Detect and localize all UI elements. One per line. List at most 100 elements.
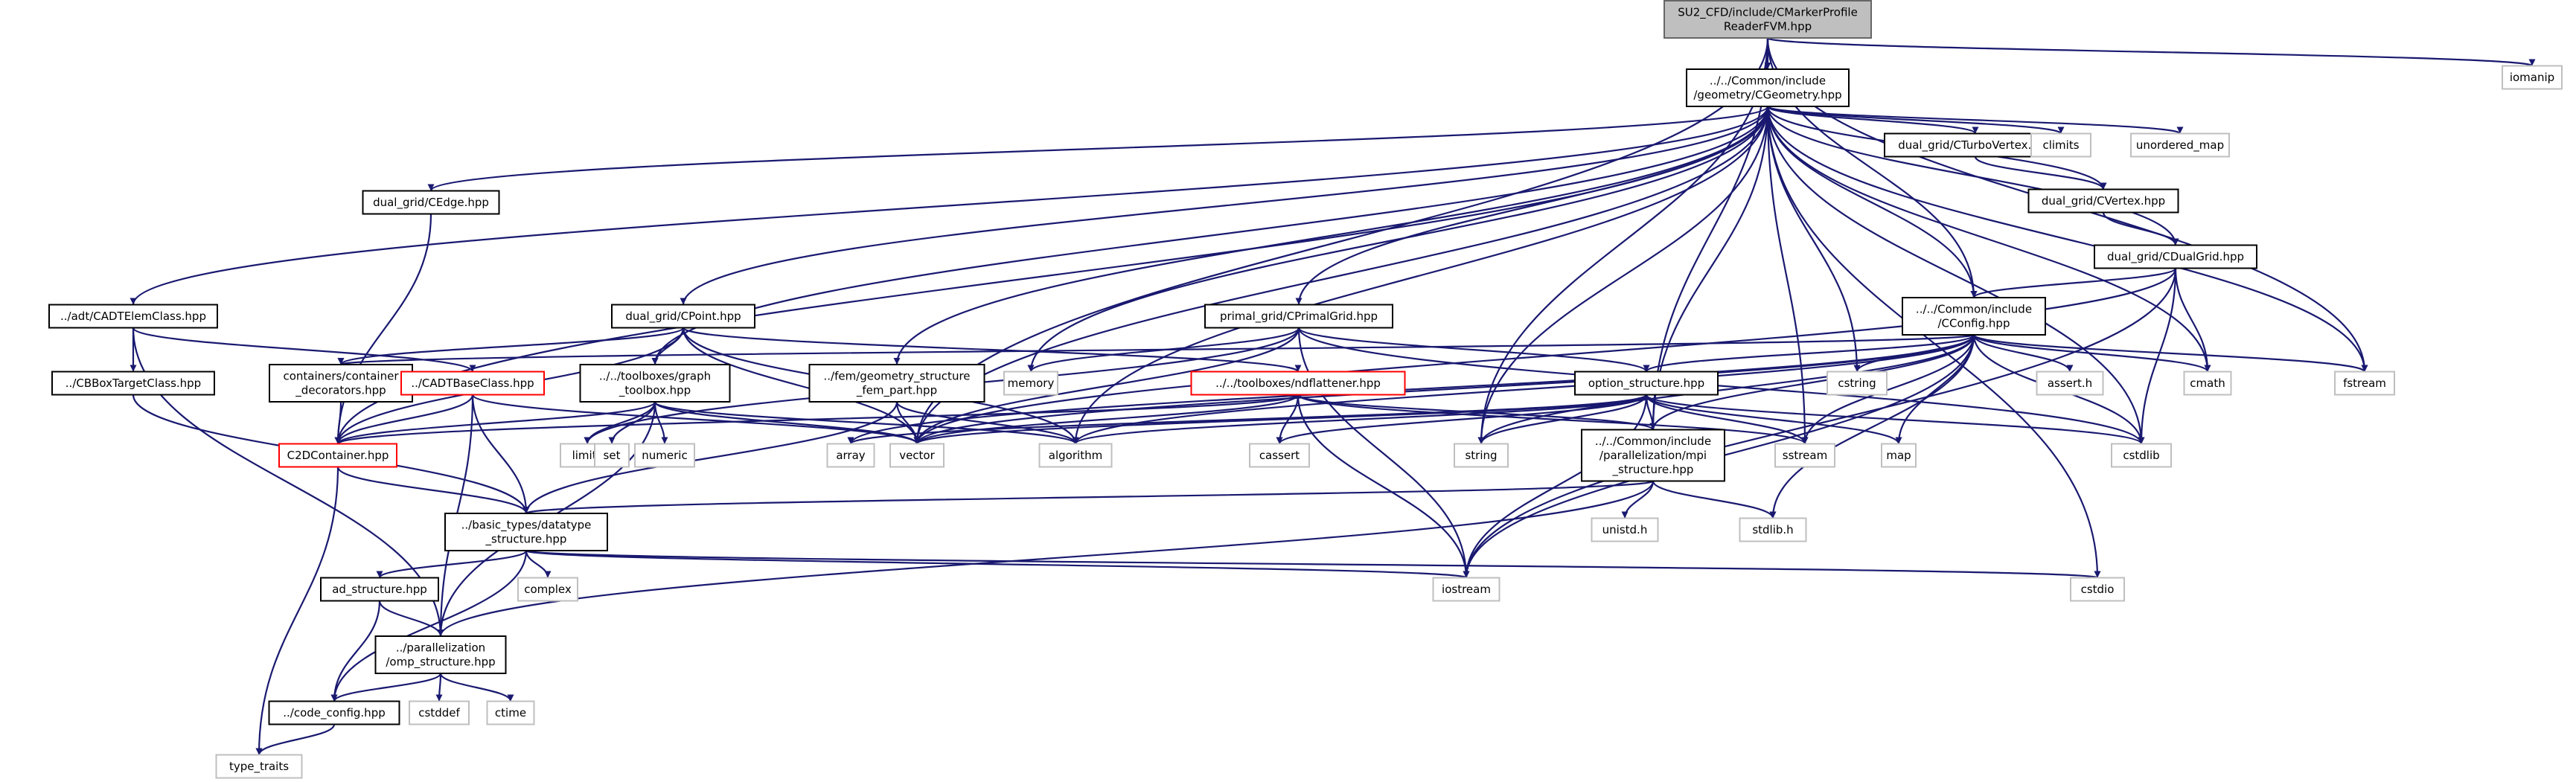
edge-cpoint-to-ndflattener <box>682 327 1302 373</box>
node-box-stdlibh <box>1739 517 1807 542</box>
node-datatype[interactable]: ../basic_types/datatype_structure.hpp <box>444 513 608 551</box>
edge-mpistructure-to-unistdh <box>1621 481 1655 519</box>
node-containers[interactable]: containers/container_decorators.hpp <box>269 364 413 403</box>
edge-cpoint-to-containers <box>337 327 685 366</box>
node-complex: complex <box>517 577 578 602</box>
node-box-asserth <box>2036 371 2104 396</box>
node-label-cstdlib: cstdlib <box>2123 449 2159 462</box>
edges-layer <box>130 36 2535 755</box>
node-label-vector: vector <box>899 449 935 462</box>
edge-cconfig-to-string <box>1477 334 1975 444</box>
node-ndflattener[interactable]: ../../toolboxes/ndflattener.hpp <box>1190 371 1406 396</box>
node-cstdlib: cstdlib <box>2111 443 2172 468</box>
node-cvertex[interactable]: dual_grid/CVertex.hpp <box>2027 188 2179 214</box>
edge-cgeometry-to-climits <box>1766 105 2065 135</box>
edge-codeconfig-to-typetraits <box>255 724 336 755</box>
node-label-fstream: fstream <box>2343 376 2386 390</box>
node-label-asserth: assert.h <box>2048 376 2092 390</box>
node-adstructure[interactable]: ad_structure.hpp <box>320 577 439 602</box>
node-cpoint[interactable]: dual_grid/CPoint.hpp <box>611 304 755 329</box>
node-box-array <box>826 443 875 468</box>
node-cgeometry[interactable]: ../../Common/include/geometry/CGeometry.… <box>1686 68 1850 107</box>
node-optionstructure[interactable]: option_structure.hpp <box>1574 371 1719 396</box>
node-label-cedge: dual_grid/CEdge.hpp <box>373 196 489 210</box>
node-unordered_map: unordered_map <box>2130 132 2230 158</box>
edge-root-to-iomanip <box>1766 36 2535 67</box>
node-label-fempart: _fem_part.hpp <box>856 384 937 398</box>
node-box-cbbox <box>51 371 215 396</box>
node-label-cpoint: dual_grid/CPoint.hpp <box>625 310 741 324</box>
edge-datatype-to-complex <box>525 550 552 578</box>
edge-cgeometry-to-unordered_map <box>1766 105 2184 135</box>
node-sstream: sstream <box>1774 443 1835 468</box>
node-cbbox[interactable]: ../CBBoxTargetClass.hpp <box>51 371 215 396</box>
edge-cgeometry-to-fempart <box>893 106 1769 365</box>
node-root[interactable]: SU2_CFD/include/CMarkerProfileReaderFVM.… <box>1663 0 1872 39</box>
node-box-cstdio <box>2070 577 2125 602</box>
node-box-complex <box>517 577 578 602</box>
node-cprimalgrid[interactable]: primal_grid/CPrimalGrid.hpp <box>1204 304 1393 329</box>
node-label-memory: memory <box>1008 376 1055 390</box>
node-label-mpistructure: /parallelization/mpi <box>1599 449 1707 462</box>
node-box-cconfig <box>1902 297 2046 336</box>
edge-mpistructure-to-datatype <box>523 480 1655 515</box>
node-set: set <box>594 443 630 468</box>
edge-cadtelem-to-cadtbase <box>132 327 476 373</box>
edge-cdualgrid-to-iostream <box>1463 268 2177 578</box>
node-stdlibh: stdlib.h <box>1739 517 1807 542</box>
edge-graphtoolbox-to-c2dcontainer <box>334 400 656 445</box>
node-label-graphtoolbox: _toolbox.hpp <box>619 384 691 398</box>
edge-datatype-to-adstructure <box>376 550 528 579</box>
node-label-numeric: numeric <box>642 449 687 462</box>
node-box-numeric <box>634 443 695 468</box>
edge-graphtoolbox-to-numeric <box>653 401 668 444</box>
node-label-cdualgrid: dual_grid/CDualGrid.hpp <box>2107 250 2244 264</box>
node-ompstructure[interactable]: ../parallelization/omp_structure.hpp <box>374 635 507 674</box>
node-codeconfig[interactable]: ../code_config.hpp <box>268 700 400 725</box>
node-graphtoolbox[interactable]: ../../toolboxes/graph_toolbox.hpp <box>579 364 731 403</box>
node-label-c2dcontainer: C2DContainer.hpp <box>287 449 389 462</box>
node-label-containers: _decorators.hpp <box>295 384 386 398</box>
edge-c2dcontainer-to-datatype <box>336 467 530 514</box>
node-box-fstream <box>2334 371 2395 396</box>
node-cedge[interactable]: dual_grid/CEdge.hpp <box>362 190 500 215</box>
edge-cgeometry-to-cpoint <box>680 106 1769 305</box>
node-cadtelem[interactable]: ../adt/CADTElemClass.hpp <box>48 304 218 329</box>
node-cdualgrid[interactable]: dual_grid/CDualGrid.hpp <box>2094 244 2257 269</box>
node-box-cprimalgrid <box>1204 304 1393 329</box>
node-cmath: cmath <box>2183 371 2232 396</box>
node-fempart[interactable]: ../fem/geometry_structure_fem_part.hpp <box>808 364 985 403</box>
node-cconfig[interactable]: ../../Common/include/CConfig.hpp <box>1902 297 2046 336</box>
edge-cgeometry-to-cdualgrid <box>1766 106 2179 246</box>
node-label-map: map <box>1886 449 1911 462</box>
edge-optionstructure-to-array <box>847 394 1648 445</box>
edge-adstructure-to-codeconfig <box>330 600 381 702</box>
node-label-optionstructure: option_structure.hpp <box>1588 376 1704 391</box>
node-mpistructure[interactable]: ../../Common/include/parallelization/mpi… <box>1581 429 1725 482</box>
node-vector: vector <box>889 443 945 468</box>
node-label-datatype: _structure.hpp <box>485 533 567 547</box>
edge-cprimalgrid-to-optionstructure <box>1297 327 1650 373</box>
edge-cadtbase-to-c2dcontainer <box>334 394 474 444</box>
edge-cdualgrid-to-cconfig <box>1970 267 2177 299</box>
node-label-ndflattener: ../../toolboxes/ndflattener.hpp <box>1215 376 1381 390</box>
node-box-graphtoolbox <box>579 364 731 403</box>
node-label-containers: containers/container <box>283 370 399 383</box>
edge-cgeometry-to-cmath <box>1766 106 2211 372</box>
node-label-root: ReaderFVM.hpp <box>1724 20 1812 33</box>
edge-cgeometry-to-memory <box>1027 106 1769 372</box>
node-typetraits: type_traits <box>215 754 303 779</box>
node-label-cstddef: cstddef <box>418 706 460 719</box>
node-label-graphtoolbox: ../../toolboxes/graph <box>599 370 711 383</box>
node-box-cadtelem <box>48 304 218 329</box>
node-cadtbase[interactable]: ../CADTBaseClass.hpp <box>400 371 545 396</box>
node-box-cstring <box>1826 371 1888 396</box>
node-cstring: cstring <box>1826 371 1888 396</box>
edge-graphtoolbox-to-vector <box>653 401 921 445</box>
edge-root-to-string <box>1477 37 1769 444</box>
node-box-fempart <box>808 364 985 403</box>
edge-cvertex-to-cdualgrid <box>2102 212 2179 246</box>
node-c2dcontainer[interactable]: C2DContainer.hpp <box>278 443 397 468</box>
edge-graphtoolbox-to-algorithm <box>653 400 1079 445</box>
